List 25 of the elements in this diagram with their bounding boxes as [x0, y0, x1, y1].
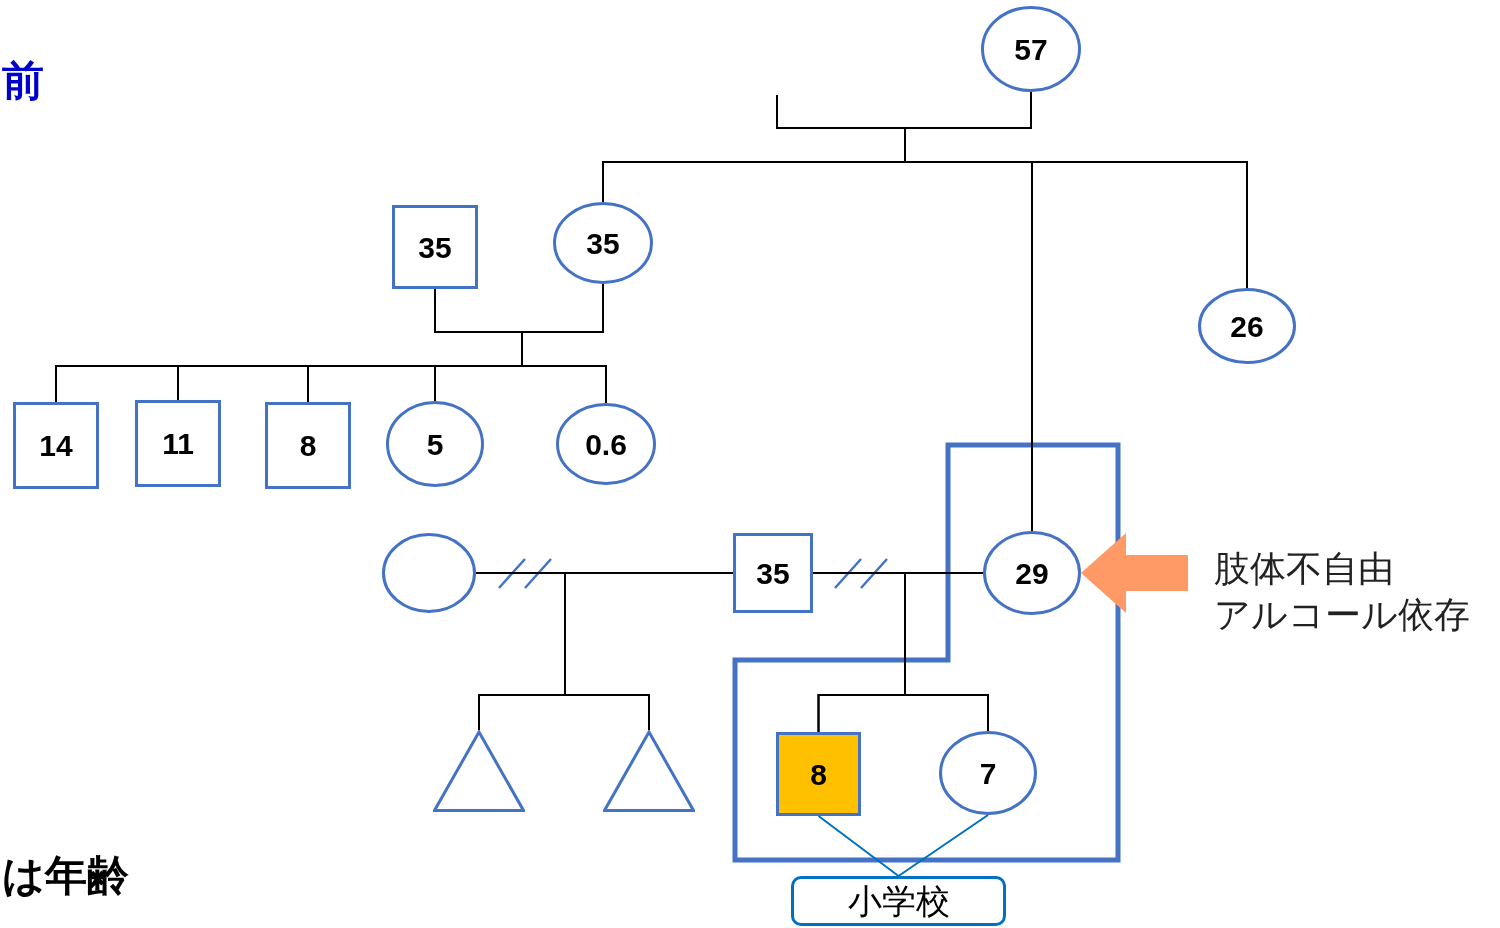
- school-box: 小学校: [791, 876, 1006, 926]
- unknown-triangle: [603, 730, 695, 812]
- female-circle: 29: [983, 531, 1081, 615]
- male-square: 14: [13, 402, 99, 489]
- female-circle: 57: [981, 6, 1081, 92]
- female-circle: 26: [1198, 288, 1296, 364]
- family-line: [521, 283, 607, 404]
- female-circle: 35: [553, 202, 653, 284]
- family-line: [904, 572, 989, 732]
- note-text: は年齢: [2, 855, 129, 897]
- connector-line: [897, 814, 989, 877]
- male-square: 35: [392, 205, 478, 289]
- male-square: 11: [135, 400, 221, 487]
- block-arrow: [1081, 533, 1188, 613]
- male-square: 35: [733, 533, 813, 613]
- unknown-triangle: [433, 730, 525, 812]
- female-circle: 7: [939, 731, 1037, 815]
- connector-line: [817, 815, 900, 877]
- female-circle: 0.6: [556, 403, 656, 485]
- heading-text: 前: [2, 60, 44, 102]
- note-text: 肢体不自由 アルコール依存: [1188, 544, 1488, 640]
- male-square: 8: [265, 402, 351, 489]
- female-circle: 5: [386, 401, 484, 487]
- female-circle: [382, 533, 476, 613]
- client-square: 8: [776, 732, 861, 816]
